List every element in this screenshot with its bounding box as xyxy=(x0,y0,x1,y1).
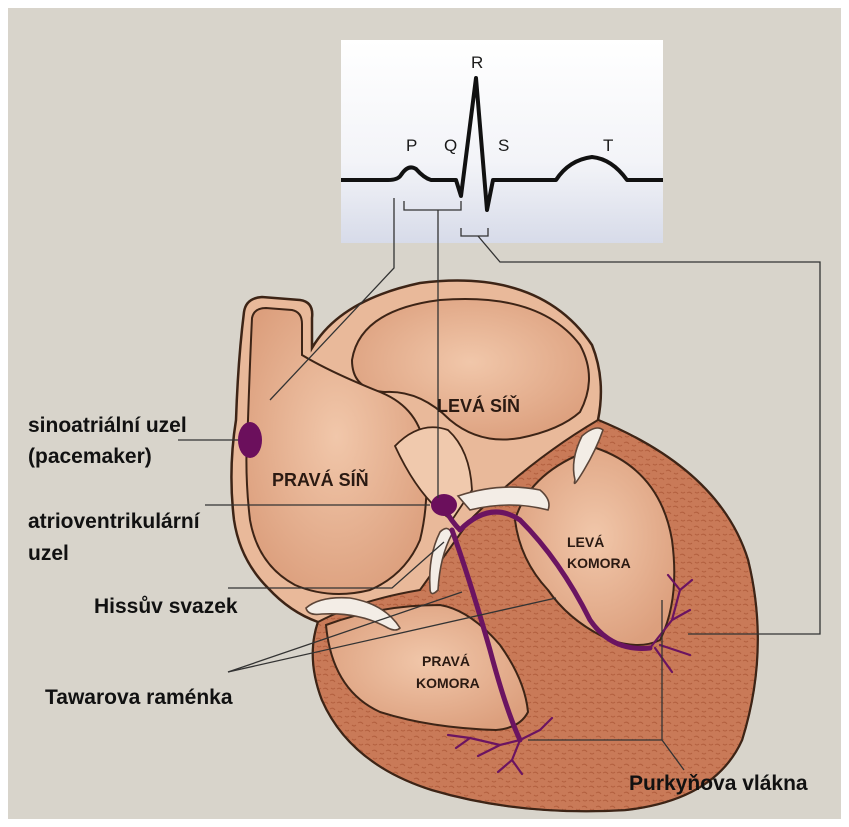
label-left-atrium: LEVÁ SÍŇ xyxy=(437,395,520,416)
label-right-ventricle-line2: KOMORA xyxy=(416,675,480,691)
label-purkinje-fibers: Purkyňova vlákna xyxy=(629,772,808,795)
ecg-label-p: P xyxy=(406,136,417,155)
label-left-ventricle-line2: KOMORA xyxy=(567,555,631,571)
ecg-label-r: R xyxy=(471,53,483,72)
label-sa-node-line1: sinoatriální uzel xyxy=(28,414,187,437)
label-bundle-branches: Tawarova raménka xyxy=(45,686,233,709)
label-av-node-line2: uzel xyxy=(28,542,69,565)
label-sa-node-line2: (pacemaker) xyxy=(28,445,152,468)
label-right-ventricle-line1: PRAVÁ xyxy=(422,653,470,669)
label-bundle-of-his: Hissův svazek xyxy=(94,595,238,618)
label-left-ventricle-line1: LEVÁ xyxy=(567,534,604,550)
label-right-atrium: PRAVÁ SÍŇ xyxy=(272,469,369,490)
atrioventricular-node xyxy=(431,494,457,516)
sinoatrial-node xyxy=(238,422,262,458)
ecg-label-q: Q xyxy=(444,136,457,155)
label-av-node-line1: atrioventrikulární xyxy=(28,510,201,533)
ecg-label-t: T xyxy=(603,136,613,155)
ecg-label-s: S xyxy=(498,136,509,155)
